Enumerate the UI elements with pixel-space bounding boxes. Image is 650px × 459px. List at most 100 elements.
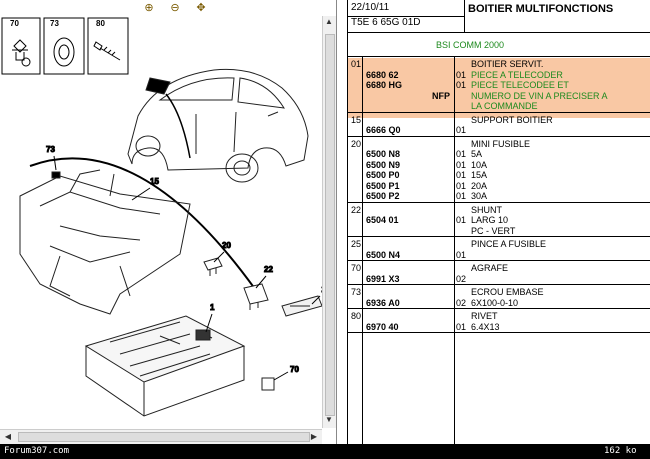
shunt xyxy=(243,283,269,310)
viewer-toolbar: ⊕ ⊖ ✥ xyxy=(0,0,336,16)
agrafe-70 xyxy=(261,377,275,391)
fuse-puller xyxy=(281,295,322,317)
callout-15: 15 xyxy=(150,177,159,186)
status-bar: Forum307.com 162 ko xyxy=(0,444,650,459)
part-description: SUPPORT BOITIER xyxy=(471,114,553,125)
callout-1: 1 xyxy=(210,303,215,312)
part-description: PC - VERT xyxy=(471,225,516,236)
row-divider xyxy=(348,260,650,261)
part-description: 6.4X13 xyxy=(471,321,500,332)
part-quantity: 01 xyxy=(456,149,467,159)
part-reference: 6680 HG xyxy=(366,80,403,90)
part-reference: 6504 01 xyxy=(366,215,399,225)
header-date: 22/10/11 xyxy=(351,2,390,13)
part-reference: 6936 A0 xyxy=(366,297,400,308)
car-outline xyxy=(127,68,309,183)
part-description: BOITIER SERVIT. xyxy=(471,59,544,69)
part-description: MINI FUSIBLE xyxy=(471,138,531,149)
part-description: 15A xyxy=(471,170,488,180)
part-position: 01 xyxy=(351,59,362,69)
diagram-viewer: ⊕ ⊖ ✥ 70 73 80 xyxy=(0,0,337,444)
part-quantity: 02 xyxy=(456,297,467,308)
thumbnail-73[interactable]: 73 xyxy=(43,17,85,75)
site-label: Forum307.com xyxy=(4,446,70,456)
part-quantity: 01 xyxy=(456,80,467,90)
scroll-up-icon[interactable]: ▲ xyxy=(325,17,333,26)
horizontal-scrollbar[interactable]: ◀ ▶ xyxy=(0,429,322,444)
part-description: 5A xyxy=(471,149,483,159)
zoom-in-icon[interactable]: ⊕ xyxy=(144,2,154,14)
part-description: LARG 10 xyxy=(471,215,509,225)
part-reference: 6680 62 xyxy=(366,69,399,80)
part-reference: 6500 P0 xyxy=(366,170,400,180)
horizontal-scroll-thumb[interactable] xyxy=(18,432,310,442)
part-quantity: 01 xyxy=(456,215,467,225)
row-divider xyxy=(348,284,650,285)
part-position: 70 xyxy=(351,263,362,273)
location-arrow xyxy=(165,93,191,159)
part-description: 10A xyxy=(471,159,488,170)
part-description: RIVET xyxy=(471,311,498,321)
part-position: 20 xyxy=(351,138,362,149)
part-reference: 6666 Q0 xyxy=(366,125,401,135)
pan-icon[interactable]: ✥ xyxy=(196,2,206,14)
part-position: 80 xyxy=(351,311,362,321)
part-quantity: 01 xyxy=(456,159,467,170)
part-description-note: LA COMMANDE xyxy=(471,101,538,111)
parts-list-panel: 22/10/11 T5E 6 65G 01D BOITIER MULTIFONC… xyxy=(347,0,650,444)
part-description: ECROU EMBASE xyxy=(471,287,544,297)
part-description: AGRAFE xyxy=(471,263,509,273)
part-description: 30A xyxy=(471,191,488,201)
callout-70: 70 xyxy=(290,365,299,374)
part-reference: 6500 P1 xyxy=(366,180,400,191)
part-reference: 6970 40 xyxy=(366,321,399,332)
part-position: 15 xyxy=(351,114,362,125)
part-description: 20A xyxy=(471,180,488,191)
file-size-label: 162 ko xyxy=(604,446,637,456)
location-curve xyxy=(29,157,261,297)
part-reference: 6500 N9 xyxy=(366,159,401,170)
part-quantity: 01 xyxy=(456,125,467,135)
thumbnail-70-number: 70 xyxy=(10,19,19,28)
callout-73: 73 xyxy=(46,145,55,154)
part-description: PINCE A FUSIBLE xyxy=(471,239,547,249)
row-divider xyxy=(348,111,650,113)
part-description-note: PIECE A TELECODER xyxy=(471,69,563,80)
callout-20: 20 xyxy=(222,241,231,250)
part-position: 73 xyxy=(351,287,362,297)
zoom-out-icon[interactable]: ⊖ xyxy=(170,2,180,14)
thumbnail-73-number: 73 xyxy=(50,19,59,28)
part-quantity: 01 xyxy=(456,249,467,260)
row-divider xyxy=(348,308,650,309)
vertical-scroll-thumb[interactable] xyxy=(325,34,335,416)
thumbnail-70[interactable]: 70 xyxy=(1,17,41,75)
part-reference: 6991 X3 xyxy=(366,273,400,284)
page-subtitle: BSI COMM 2000 xyxy=(436,40,505,50)
row-divider xyxy=(348,201,650,203)
part-quantity: 02 xyxy=(456,273,467,284)
mini-fuse xyxy=(203,257,223,276)
row-divider xyxy=(348,135,650,137)
header-reference: T5E 6 65G 01D xyxy=(351,17,421,28)
part-quantity: 01 xyxy=(456,170,467,180)
exploded-parts-diagram: 70 73 80 xyxy=(1,17,322,417)
part-note: NFP xyxy=(432,90,450,101)
part-position: 25 xyxy=(351,239,362,249)
scroll-down-icon[interactable]: ▼ xyxy=(325,415,333,424)
part-reference: 6500 N4 xyxy=(366,249,401,260)
thumbnail-80-number: 80 xyxy=(96,19,105,28)
selected-part-row[interactable] xyxy=(348,58,650,118)
part-quantity: 01 xyxy=(456,191,467,201)
part-description-note: PIECE TELECODEE ET xyxy=(471,80,569,90)
support-bracket xyxy=(19,169,191,315)
scroll-right-icon[interactable]: ▶ xyxy=(310,432,318,441)
thumbnail-80[interactable]: 80 xyxy=(87,17,129,75)
bsi-box xyxy=(84,315,246,417)
part-position: 22 xyxy=(351,204,362,215)
callouts: 73 15 20 22 2 1 70 xyxy=(46,145,322,381)
vertical-scrollbar[interactable]: ▲ ▼ xyxy=(322,16,336,428)
scroll-left-icon[interactable]: ◀ xyxy=(4,432,12,441)
row-divider xyxy=(348,332,650,333)
part-description: 6X100-0-10 xyxy=(471,297,519,308)
part-description-note: NUMERO DE VIN A PRECISER A xyxy=(471,90,608,101)
